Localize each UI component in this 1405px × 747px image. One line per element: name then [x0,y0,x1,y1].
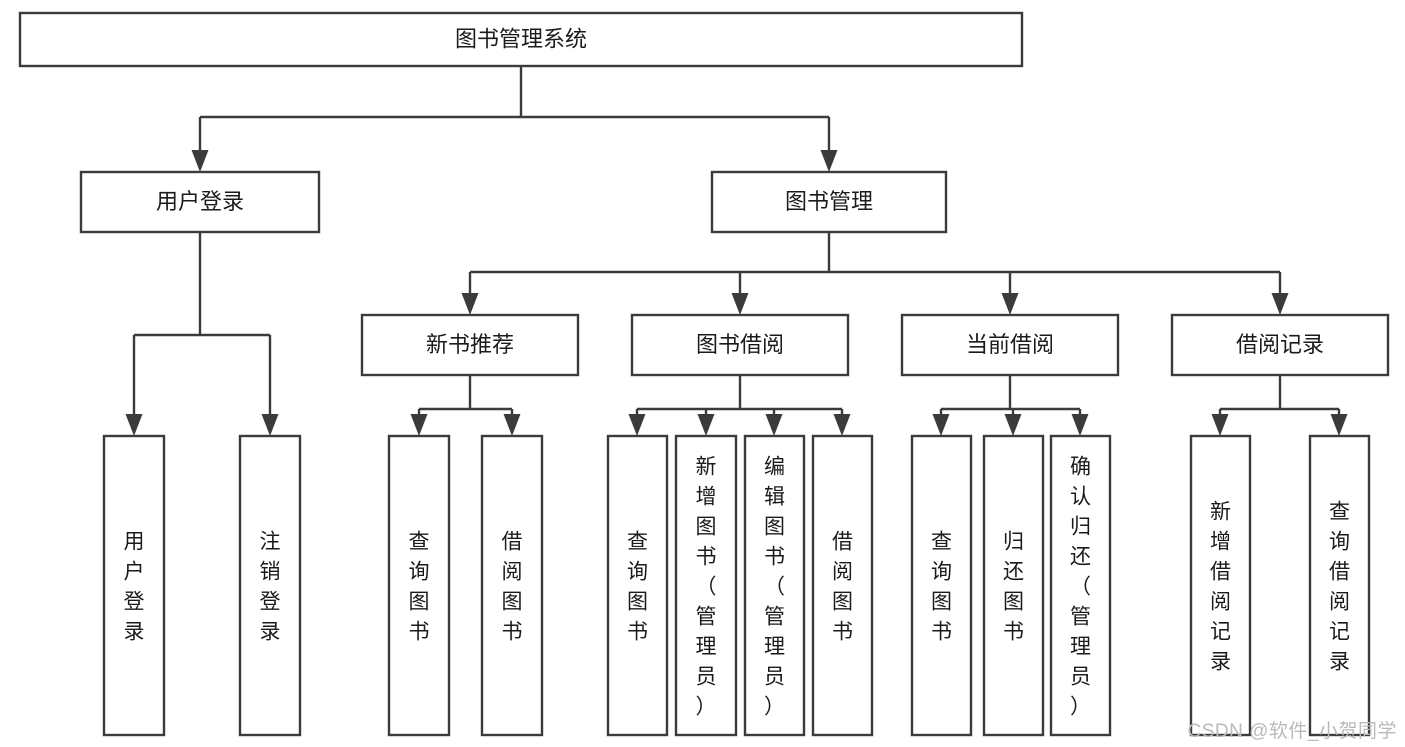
node-borrow-record[interactable]: 借阅记录 [1170,313,1390,377]
node-label-book-borrow: 图书借阅 [696,332,784,357]
edge-newbook-to-leaves-arrow-0 [410,414,428,436]
node-root[interactable]: 图书管理系统 [18,11,1024,68]
node-leaf-query-book-current[interactable]: 查询图书 [910,434,973,737]
node-label-leaf-user-logout: 注销登录 [260,530,281,643]
edge-bookmgmt-to-level2-arrow-2 [1001,293,1019,315]
node-leaf-user-logout[interactable]: 注销登录 [238,434,302,737]
edge-root-to-level1 [191,66,838,172]
node-leaf-query-book-borrow[interactable]: 查询图书 [606,434,669,737]
node-label-root: 图书管理系统 [455,26,587,51]
node-label-leaf-add-borrow-record: 新增借阅记录 [1210,500,1231,673]
edge-bookborrow-to-leaves-arrow-1 [697,414,715,436]
node-label-leaf-return-book: 归还图书 [1003,530,1024,643]
node-label-book-management: 图书管理 [785,189,873,214]
node-label-leaf-query-book-current: 查询图书 [931,530,952,643]
edge-bookmgmt-to-level2 [461,232,1289,315]
node-label-leaf-borrow-book-rec: 借阅图书 [502,530,523,643]
node-leaf-borrow-book-rec[interactable]: 借阅图书 [480,434,544,737]
node-new-book-recommend[interactable]: 新书推荐 [360,313,580,377]
edge-newbook-to-leaves [410,375,521,436]
edge-bookmgmt-to-level2-arrow-1 [731,293,749,315]
edge-root-to-level1-arrow-1 [820,150,838,172]
nodes-layer: 图书管理系统用户登录图书管理新书推荐图书借阅当前借阅借阅记录用户登录注销登录查询… [18,11,1390,737]
edge-bookborrow-to-leaves-arrow-3 [833,414,851,436]
node-label-leaf-add-book-admin: 新增图书（管理员） [696,455,717,718]
node-leaf-edit-book-admin[interactable]: 编辑图书（管理员） [743,434,806,737]
edge-newbook-to-leaves-arrow-1 [503,414,521,436]
node-label-new-book-recommend: 新书推荐 [426,332,514,357]
node-label-user-login: 用户登录 [156,189,244,214]
edge-currentborrow-to-leaves [932,375,1089,436]
node-user-login[interactable]: 用户登录 [79,170,321,234]
node-label-leaf-query-borrow-record: 查询借阅记录 [1329,500,1350,673]
edge-currentborrow-to-leaves-arrow-1 [1004,414,1022,436]
node-leaf-return-book[interactable]: 归还图书 [982,434,1045,737]
edge-borrowrecord-to-leaves-arrow-1 [1330,414,1348,436]
edge-bookmgmt-to-level2-arrow-3 [1271,293,1289,315]
node-label-leaf-edit-book-admin: 编辑图书（管理员） [764,455,785,718]
edge-borrowrecord-to-leaves-arrow-0 [1211,414,1229,436]
node-label-borrow-record: 借阅记录 [1236,332,1324,357]
node-book-borrow[interactable]: 图书借阅 [630,313,850,377]
edge-currentborrow-to-leaves-arrow-2 [1071,414,1089,436]
edge-currentborrow-to-leaves-arrow-0 [932,414,950,436]
edge-bookborrow-to-leaves [628,375,851,436]
edge-root-to-level1-arrow-0 [191,150,209,172]
node-label-current-borrow: 当前借阅 [966,332,1054,357]
node-leaf-user-login[interactable]: 用户登录 [102,434,166,737]
node-book-management[interactable]: 图书管理 [710,170,948,234]
node-label-leaf-confirm-return-admin: 确认归还（管理员） [1070,455,1091,718]
csdn-watermark: CSDN @软件_小贺同学 [1187,721,1397,742]
edge-borrowrecord-to-leaves [1211,375,1348,436]
node-label-leaf-borrow-book: 借阅图书 [832,530,853,643]
node-label-leaf-query-book-rec: 查询图书 [409,530,430,643]
node-leaf-query-borrow-record[interactable]: 查询借阅记录 [1308,434,1371,737]
edge-bookmgmt-to-level2-arrow-0 [461,293,479,315]
node-current-borrow[interactable]: 当前借阅 [900,313,1120,377]
node-leaf-query-book-rec[interactable]: 查询图书 [387,434,451,737]
edge-bookborrow-to-leaves-arrow-2 [765,414,783,436]
edge-booklogin-to-leaves-arrow-0 [125,414,143,436]
node-leaf-confirm-return-admin[interactable]: 确认归还（管理员） [1049,434,1112,737]
edge-booklogin-to-leaves-arrow-1 [261,414,279,436]
edge-bookborrow-to-leaves-arrow-0 [628,414,646,436]
node-label-leaf-query-book-borrow: 查询图书 [627,530,648,643]
node-label-leaf-user-login: 用户登录 [124,530,145,643]
node-leaf-add-book-admin[interactable]: 新增图书（管理员） [674,434,738,737]
edges-layer [125,66,1348,436]
edge-booklogin-to-leaves [125,232,279,436]
node-leaf-borrow-book[interactable]: 借阅图书 [811,434,874,737]
node-leaf-add-borrow-record[interactable]: 新增借阅记录 [1189,434,1252,737]
